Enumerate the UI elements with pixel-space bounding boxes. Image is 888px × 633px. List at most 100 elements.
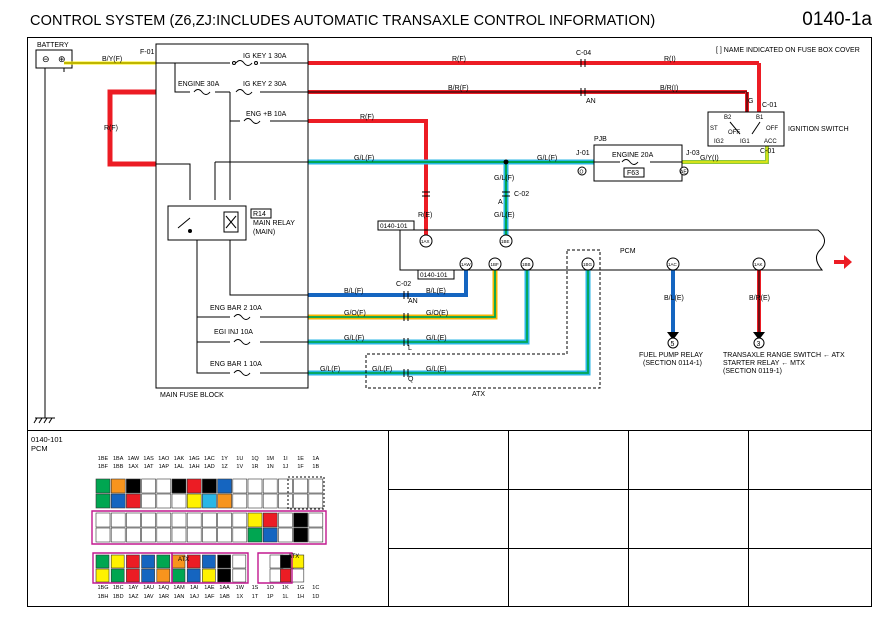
fuse-eng-b-label: ENG +B 10A [246, 111, 287, 118]
connector-pin [95, 493, 111, 509]
pin-label: 1H [297, 594, 304, 600]
wire-label-gl-f-2: G/L(F) [537, 155, 557, 162]
pin-label: 1V [236, 464, 243, 470]
fuel-pump-relay-section: (SECTION 0114-1) [643, 360, 702, 367]
connector-pin [308, 478, 324, 494]
connector-pin [278, 478, 293, 494]
pcm-label: PCM [620, 248, 636, 255]
pin-label: 1B [312, 464, 319, 470]
connector-pin [110, 568, 125, 583]
connector-pin [290, 554, 305, 569]
fuse-egi-inj-label: EGI INJ 10A [214, 329, 253, 336]
connector-pin [262, 512, 278, 528]
connector-pin [202, 493, 217, 509]
connector-pin [186, 493, 202, 509]
battery: BATTERY ⊖ ⊕ [35, 42, 73, 418]
battery-plus-icon: ⊕ [58, 54, 66, 64]
connector-pin [278, 512, 293, 528]
pin-1bb [520, 257, 534, 271]
terminal-3-label: 3 [757, 341, 761, 348]
pin-label: 1M [266, 456, 274, 462]
connector-pin [232, 493, 248, 509]
atx-tag-2: ATX [288, 554, 299, 560]
connector-a: A [498, 199, 503, 206]
pin-label: 1AN [174, 594, 185, 600]
pin-label: 1BH [98, 594, 109, 600]
wire-label-br-e-trs: B/R(E) [749, 295, 770, 302]
wire-label-bl-e: B/L(E) [426, 288, 446, 295]
pin-label: 1I [283, 456, 288, 462]
connector-ae: AE [680, 170, 687, 176]
pin-label: 1A [312, 456, 319, 462]
pin-label: 1U [236, 456, 243, 462]
connector-pin [156, 554, 171, 569]
wire-bl-f [308, 265, 468, 297]
page-code: 0140-1a [802, 9, 872, 30]
wire-label-gl-f-1: G/L(F) [354, 155, 374, 162]
connector-j01: J-01 [576, 150, 590, 157]
pin-1ax-label: 1AX [421, 239, 430, 244]
pin-label: 1AC [204, 456, 215, 462]
pin-label: 1AF [204, 594, 215, 600]
main-relay-label: MAIN RELAY [253, 220, 295, 227]
ign-ig1: IG1 [740, 139, 750, 145]
main-relay: R14 MAIN RELAY (MAIN) [167, 205, 295, 241]
connector-j03: J-03 [686, 150, 700, 157]
connector-lower-outline-c [257, 552, 293, 584]
bottom-pcm: PCM [31, 444, 48, 453]
connector-pin [186, 554, 201, 569]
pin-1bg-label: 1BG [583, 262, 593, 267]
pin-label: 1BA [113, 456, 124, 462]
wire-label-gl-f-4b: G/L(F) [372, 366, 392, 373]
wire-label-r-f-left: R(F) [104, 125, 118, 132]
connector-pin-grid [91, 476, 327, 584]
connector-pin [217, 527, 232, 543]
fuse-eng-bar1-label: ENG BAR 1 10A [210, 361, 262, 368]
pin-label: 1BF [98, 464, 109, 470]
connector-pin [95, 478, 111, 494]
connector-pin [95, 568, 110, 583]
connector-pin [202, 554, 216, 569]
connector-pin [110, 512, 126, 528]
fuse-f63-tag: F63 [627, 170, 639, 177]
ign-b2: B2 [724, 115, 732, 121]
connector-pin [156, 527, 172, 543]
connector-l: L [408, 345, 412, 352]
wire-label-gl-e-vert: G/L(E) [494, 212, 515, 219]
pcm-ref-2: 0140-101 [420, 272, 448, 279]
pin-1bf [488, 257, 502, 271]
fuse-engine-label: ENGINE 30A [178, 81, 220, 88]
connector-pin [141, 527, 156, 543]
connector-pin [308, 527, 324, 543]
pin-label: 1BG [97, 585, 108, 591]
connector-pin [156, 568, 171, 583]
wire-r-f-engb [308, 119, 428, 236]
pin-label: 1P [267, 594, 274, 600]
connector-pin [217, 493, 232, 509]
pin-label: 1BB [113, 464, 124, 470]
connector-pin [217, 478, 232, 494]
wire-label-go-f: G/O(F) [344, 310, 366, 317]
trs-terminal: 3 TRANSAXLE RANGE SWITCH ← ATX STARTER R… [723, 332, 845, 375]
wire-label-r-e: R(E) [418, 212, 432, 219]
pin-1ax [419, 234, 433, 248]
pin-1ac-label: 1AC [668, 262, 678, 267]
pin-1bg [581, 257, 595, 271]
pin-label: 1Z [221, 464, 228, 470]
connector-pin [293, 493, 308, 509]
connector-pin [156, 512, 172, 528]
wire-label-bl-e-fp: B/L(E) [664, 295, 684, 302]
pin-label: 1X [236, 594, 243, 600]
pin-label: 1R [251, 464, 258, 470]
ign-acc: ACC [764, 139, 777, 145]
pin-label: 1AA [219, 585, 230, 591]
connector-pin [171, 568, 186, 583]
pin-label: 1W [236, 585, 245, 591]
fuel-pump-relay-terminal: 5 FUEL PUMP RELAY (SECTION 0114-1) [639, 332, 703, 367]
connector-pin [293, 478, 308, 494]
pin-label: 1AU [143, 585, 154, 591]
connector-pin [95, 527, 111, 543]
connector-pin [202, 478, 217, 494]
